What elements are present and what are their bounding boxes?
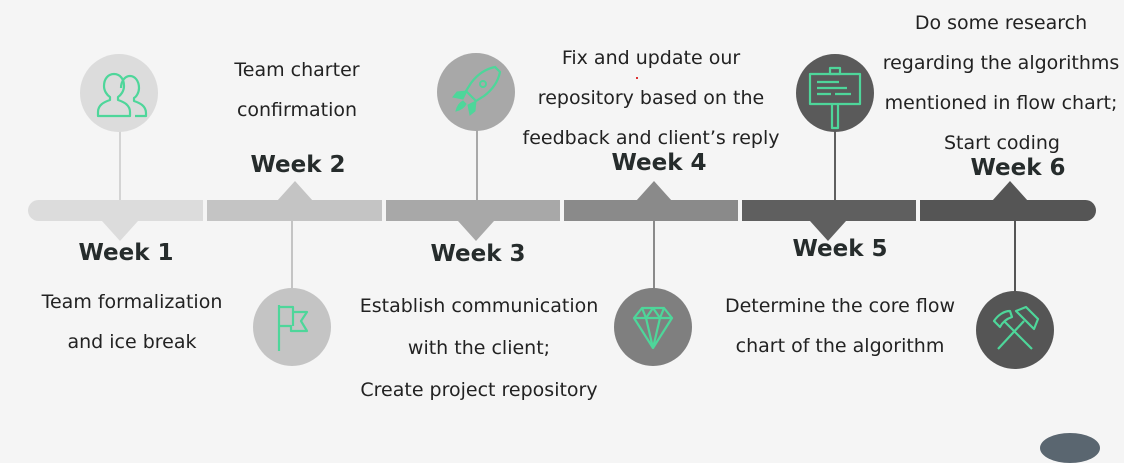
milestone-circle-week-4: [614, 288, 692, 366]
timeline-notch-week-1: [102, 221, 138, 241]
timeline-diagram: Week 1 Week 2 Week 3 Week 4 Week 5 Week …: [12, 3, 1124, 463]
timeline-segment-3: [386, 200, 560, 221]
hammer-pick-icon: [992, 305, 1040, 350]
milestone-description-week-5: Determine the core flow chart of the alg…: [712, 286, 968, 366]
milestone-circle-week-6: [976, 291, 1054, 369]
timeline-notch-week-5: [810, 221, 846, 241]
week-label-6: Week 6: [970, 155, 1066, 181]
timeline-segment-1: [28, 200, 203, 221]
stem-week-5: [834, 128, 836, 200]
flag-icon: [277, 305, 309, 351]
stem-week-3: [476, 128, 478, 200]
description-line: Team formalization: [41, 291, 223, 313]
stem-week-1: [119, 128, 121, 200]
timeline-segment-2: [207, 200, 382, 221]
description-line: Create project repository: [360, 379, 598, 401]
description-line: Determine the core flow: [724, 295, 956, 317]
users-icon: [96, 72, 148, 118]
description-line: Team charter: [234, 59, 360, 81]
milestone-circle-week-1: [80, 54, 158, 132]
timeline-segment-6: [920, 200, 1096, 221]
week-label-2: Week 2: [250, 152, 346, 178]
stem-week-2: [291, 221, 293, 294]
description-line: Fix and update our: [561, 47, 741, 69]
timeline-segment-4: [564, 200, 738, 221]
description-line: Establish communication: [359, 295, 599, 317]
description-line: Do some research: [914, 12, 1088, 34]
timeline-notch-week-2: [277, 181, 313, 201]
milestone-description-week-4: Fix and update our repository based on t…: [511, 38, 791, 158]
description-line: regarding the algorithms: [882, 52, 1120, 74]
milestone-description-week-6: Do some research regarding the algorithm…: [870, 3, 1124, 163]
description-line: feedback and client’s reply: [522, 127, 780, 149]
milestone-circle-week-5: [796, 54, 874, 132]
description-line: with the client;: [407, 337, 551, 359]
description-line: Start coding: [944, 132, 1060, 154]
stray-red-dot: [636, 77, 638, 79]
description-line: confirmation: [236, 99, 358, 121]
rocket-icon: [452, 65, 502, 116]
timeline-notch-week-3: [458, 221, 494, 241]
week-label-5: Week 5: [792, 236, 888, 262]
diamond-icon: [632, 306, 674, 350]
corner-logo: [1040, 433, 1100, 463]
stem-week-6: [1014, 221, 1016, 294]
timeline-notch-week-6: [992, 181, 1028, 201]
milestone-description-week-1: Team formalization and ice break: [12, 282, 252, 362]
week-label-4: Week 4: [611, 150, 707, 176]
milestone-circle-week-2: [253, 288, 331, 366]
milestone-circle-week-3: [437, 53, 515, 131]
description-line: chart of the algorithm: [735, 335, 945, 357]
description-line: and ice break: [67, 331, 197, 353]
stem-week-4: [653, 221, 655, 294]
timeline-segment-5: [742, 200, 916, 221]
timeline-notch-week-4: [636, 181, 672, 201]
week-label-3: Week 3: [430, 241, 526, 267]
week-label-1: Week 1: [78, 240, 174, 266]
signboard-icon: [808, 66, 862, 130]
description-line: repository based on the: [537, 87, 765, 109]
milestone-description-week-2: Team charter confirmation: [187, 50, 407, 130]
description-line: mentioned in flow chart;: [884, 92, 1118, 114]
milestone-description-week-3: Establish communication with the client;…: [349, 285, 609, 411]
